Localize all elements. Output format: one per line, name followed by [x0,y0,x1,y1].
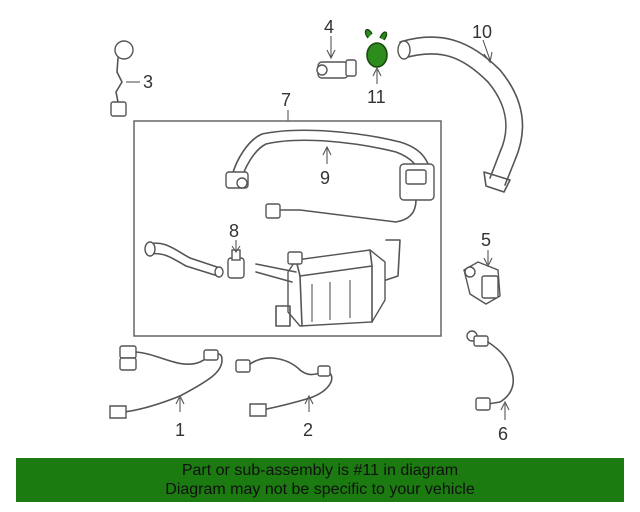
callout-9: 9 [320,168,330,188]
part-5-sensor[interactable] [463,250,501,305]
part-6-sensor[interactable] [466,330,515,420]
callout-7: 7 [281,90,291,110]
callout-1: 1 [175,420,185,440]
charcoal-canister[interactable] [255,239,401,327]
callout-2: 2 [303,420,313,440]
callout-6: 6 [498,424,508,444]
part-4-sensor[interactable] [316,36,357,79]
parts-diagram: 3 4 11 10 7 [109,17,524,444]
callout-8: 8 [229,221,239,241]
callout-11: 11 [367,87,386,107]
callout-4: 4 [324,17,334,37]
part-10-hose[interactable] [397,36,524,193]
part-1-o2-sensor[interactable] [109,345,223,419]
part-9-hose[interactable] [225,129,435,223]
callout-3: 3 [143,72,153,92]
callout-5: 5 [481,230,491,250]
part-11-highlighted[interactable] [364,28,388,84]
callout-10: 10 [472,22,492,42]
banner-line-2: Diagram may not be specific to your vehi… [165,481,475,498]
assembly-7-box [133,120,442,337]
vapor-pipe[interactable] [144,241,224,278]
part-3-sensor[interactable] [110,40,140,117]
part-8-sensor[interactable] [227,240,245,279]
part-2-o2-sensor[interactable] [235,357,333,417]
notice-banner: Part or sub-assembly is #11 in diagram D… [16,458,624,502]
banner-line-1: Part or sub-assembly is #11 in diagram [181,462,459,479]
